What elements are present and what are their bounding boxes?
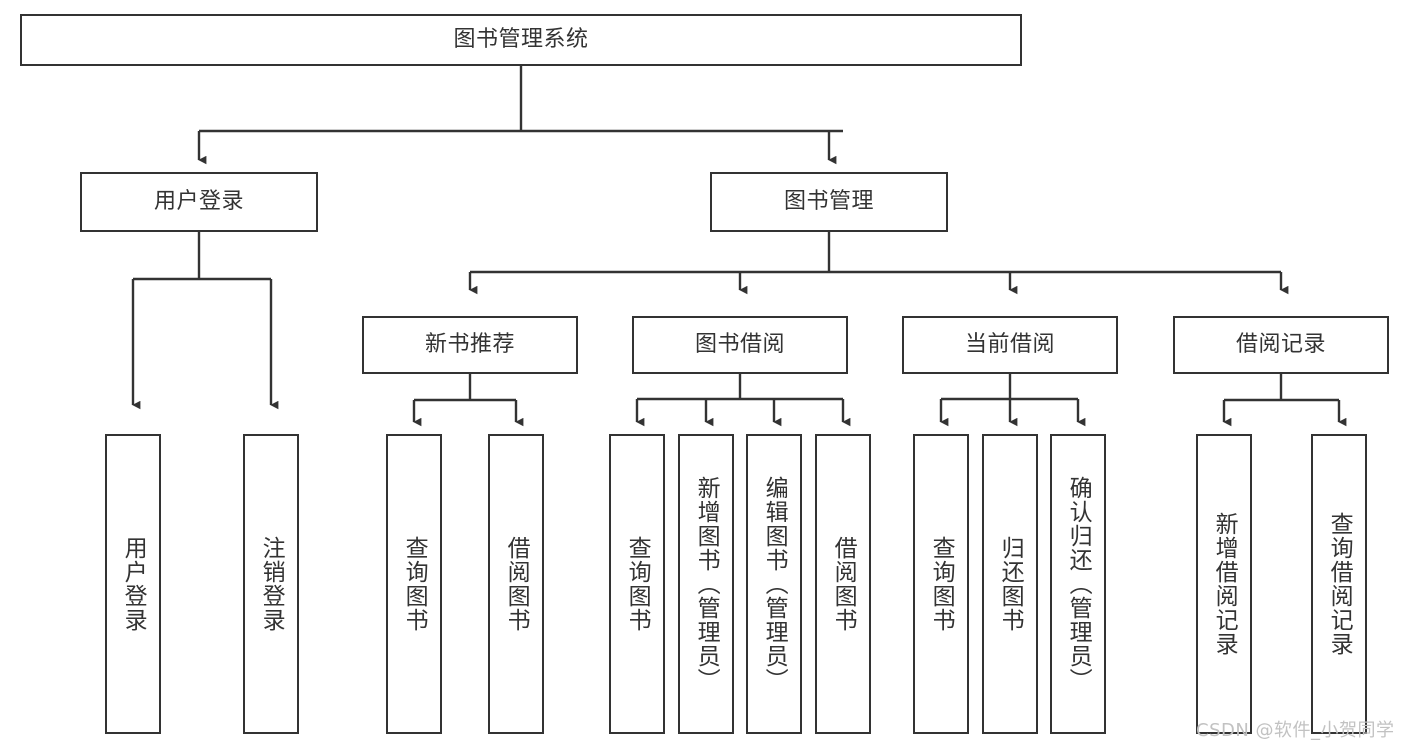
node-label: 借阅图书 (503, 536, 530, 632)
node-label: 新增图书（管理员） (693, 476, 720, 692)
leaf-record-query-borrow-record[interactable]: 查询借阅记录 (1311, 434, 1367, 734)
leaf-current-confirm-return-admin[interactable]: 确认归还（管理员） (1050, 434, 1106, 734)
node-label: 用户登录 (153, 189, 244, 215)
node-label: 查询图书 (624, 536, 651, 632)
leaf-recommend-query-book[interactable]: 查询图书 (386, 434, 442, 734)
leaf-borrow-query-book[interactable]: 查询图书 (609, 434, 665, 734)
node-book-borrow[interactable]: 图书借阅 (632, 316, 848, 374)
node-label: 确认归还（管理员） (1065, 476, 1092, 692)
leaf-borrow-add-book-admin[interactable]: 新增图书（管理员） (678, 434, 734, 734)
leaf-borrow-borrow-book[interactable]: 借阅图书 (815, 434, 871, 734)
node-label: 借阅记录 (1235, 332, 1326, 358)
node-label: 新增借阅记录 (1211, 512, 1238, 656)
node-label: 查询图书 (928, 536, 955, 632)
node-label: 图书管理 (783, 189, 874, 215)
node-label: 图书借阅 (694, 332, 785, 358)
edge-bookborrow-to-leaves (635, 374, 851, 427)
edge-currentborrow-to-leaves (939, 374, 1086, 427)
edge-userlogin-to-leaves (131, 232, 279, 410)
leaf-user-login-logout[interactable]: 注销登录 (243, 434, 299, 734)
edge-root-to-level2 (197, 66, 843, 165)
node-label: 归还图书 (997, 536, 1024, 632)
node-new-book-recommend[interactable]: 新书推荐 (362, 316, 578, 374)
node-label: 用户登录 (120, 536, 147, 632)
leaf-recommend-borrow-book[interactable]: 借阅图书 (488, 434, 544, 734)
leaf-user-login-login[interactable]: 用户登录 (105, 434, 161, 734)
leaf-current-return-book[interactable]: 归还图书 (982, 434, 1038, 734)
node-user-login[interactable]: 用户登录 (80, 172, 318, 232)
edge-bookmgmt-to-level3 (468, 232, 1289, 295)
node-label: 借阅图书 (830, 536, 857, 632)
node-current-borrow[interactable]: 当前借阅 (902, 316, 1118, 374)
node-label: 注销登录 (258, 536, 285, 632)
leaf-current-query-book[interactable]: 查询图书 (913, 434, 969, 734)
edge-borrowrecord-to-leaves (1222, 374, 1347, 427)
node-label: 编辑图书（管理员） (761, 476, 788, 692)
edge-newbook-to-leaves (412, 374, 524, 427)
node-label: 新书推荐 (424, 332, 515, 358)
leaf-record-add-borrow-record[interactable]: 新增借阅记录 (1196, 434, 1252, 734)
node-book-management[interactable]: 图书管理 (710, 172, 948, 232)
node-label: 查询借阅记录 (1326, 512, 1353, 656)
node-label: 当前借阅 (964, 332, 1055, 358)
node-label: 图书管理系统 (453, 27, 589, 53)
node-root-library-system[interactable]: 图书管理系统 (20, 14, 1022, 66)
node-label: 查询图书 (401, 536, 428, 632)
leaf-borrow-edit-book-admin[interactable]: 编辑图书（管理员） (746, 434, 802, 734)
node-borrow-record[interactable]: 借阅记录 (1173, 316, 1389, 374)
csdn-watermark: CSDN @软件_小贺同学 (1196, 720, 1395, 741)
